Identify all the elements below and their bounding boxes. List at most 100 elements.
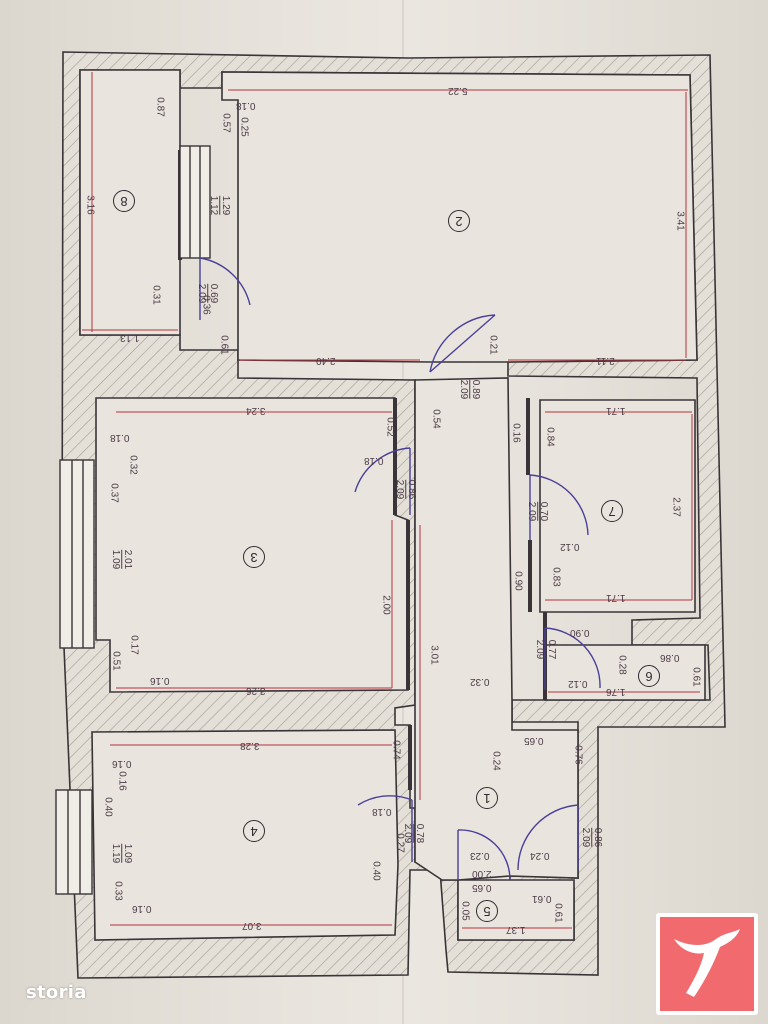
dim-label: 1.76 [606,686,626,697]
dim-label: 0.32 [470,676,490,687]
door-entry [517,804,579,871]
dim-label: 0.61 [218,335,230,355]
door-room-8 [199,257,251,320]
dim-label: 0.18 [372,806,392,817]
dim-label: 0.52 [384,417,396,437]
dim-label: 0.76 [572,745,584,765]
dim-label: 0.05 [459,901,471,921]
room-area-4 [91,729,399,941]
dim-label: 0.18 [236,100,256,111]
dim-label: 0.84 [544,427,556,447]
door-room-4 [357,795,413,862]
dim-label: 0.40 [370,861,382,881]
dim-label: 1.71 [606,592,626,603]
dim-label: 1.13 [120,332,140,343]
dim-label: 0.32 [127,455,139,475]
dim-label: 5.22 [448,85,468,96]
dim-label: 0.31 [150,285,162,305]
dim-label: 0.12 [568,678,588,689]
dim-label: 0.65 [524,735,544,746]
room-area-8 [79,69,181,336]
dim-label: 0.61 [532,893,552,904]
dim-label: 3.07 [242,920,262,931]
dim-label: 3.41 [674,211,686,231]
door-room-2 [429,314,496,373]
dimension-lines [82,72,700,929]
room-marker-3: 3 [243,546,265,568]
dim-label: 0.16 [112,758,132,769]
room-areas [79,69,706,941]
dim-label: 0.86 [660,652,680,663]
dim-label: 0.40 [102,797,114,817]
room-marker-1: 1 [476,787,498,809]
dim-label: 3.01 [428,645,440,665]
dim-label: 0.87 [154,97,166,117]
dim-label: 3.28 [240,740,260,751]
dim-label: 0.83 [550,567,562,587]
dim-label: 0.28 [616,655,628,675]
window-room-3 [59,459,95,649]
dim-label: 0.27 [394,833,406,853]
dim-label: 3.16 [84,195,96,215]
dim-label: 1.37 [506,924,526,935]
room-marker-5: 5 [476,900,498,922]
dim-label: 0.90 [570,627,590,638]
dim-label: 0.17 [128,635,140,655]
dim-label: 2.40 [316,355,336,366]
room-area-3 [95,397,409,693]
dim-label: 0.16 [132,903,152,914]
dim-label: 0.24 [490,751,502,771]
room-area-1-hall [414,377,579,881]
dim-label: 0.74 [390,740,402,760]
dim-label: 2.00 [380,595,392,615]
dim-label: 0.51 [110,651,122,671]
room-marker-6: 6 [638,665,660,687]
door-room-3 [354,447,411,515]
dim-label: 0.90 [512,571,524,591]
door-room-5 [457,829,511,881]
dim-label: 2.11 [596,355,615,366]
dim-label: 0.16 [150,675,170,686]
door-room-6 [544,627,601,690]
dim-label: 3.26 [246,685,266,696]
dim-label: 0.37 [108,483,120,503]
room-marker-7: 7 [601,500,623,522]
dim-label: 0.18 [364,455,384,466]
dim-label: 0.61 [690,667,702,687]
dim-label: 0.25 [238,117,250,137]
dim-label: 0.12 [560,541,580,552]
windows [55,145,211,895]
dim-label: 0.57 [220,113,232,133]
dim-label: 2.37 [670,497,682,517]
room-marker-2: 2 [448,210,470,232]
dim-label: 0.18 [110,432,130,443]
dim-label: 0.16 [510,423,522,443]
storia-watermark: storia [26,982,87,1003]
storia-bird-logo-icon [656,913,758,1015]
dim-label: 0.36 [200,295,212,315]
door-room-7 [529,474,589,540]
dim-label: 3.24 [246,405,266,416]
window-room-4 [55,789,93,895]
room-marker-8: 8 [113,190,135,212]
dim-label: 1.71 [606,405,626,416]
dim-label: 0.23 [470,850,490,861]
dim-label: 0.65 [472,882,492,893]
doors [199,257,601,881]
room-area-5 [457,879,575,941]
dim-label: 0.24 [530,850,550,861]
room-marker-4: 4 [243,820,265,842]
window-room-8 [179,145,211,259]
dim-label: 2.00 [472,868,492,879]
dim-label: 0.21 [487,335,499,355]
dim-label: 0.33 [112,881,124,901]
